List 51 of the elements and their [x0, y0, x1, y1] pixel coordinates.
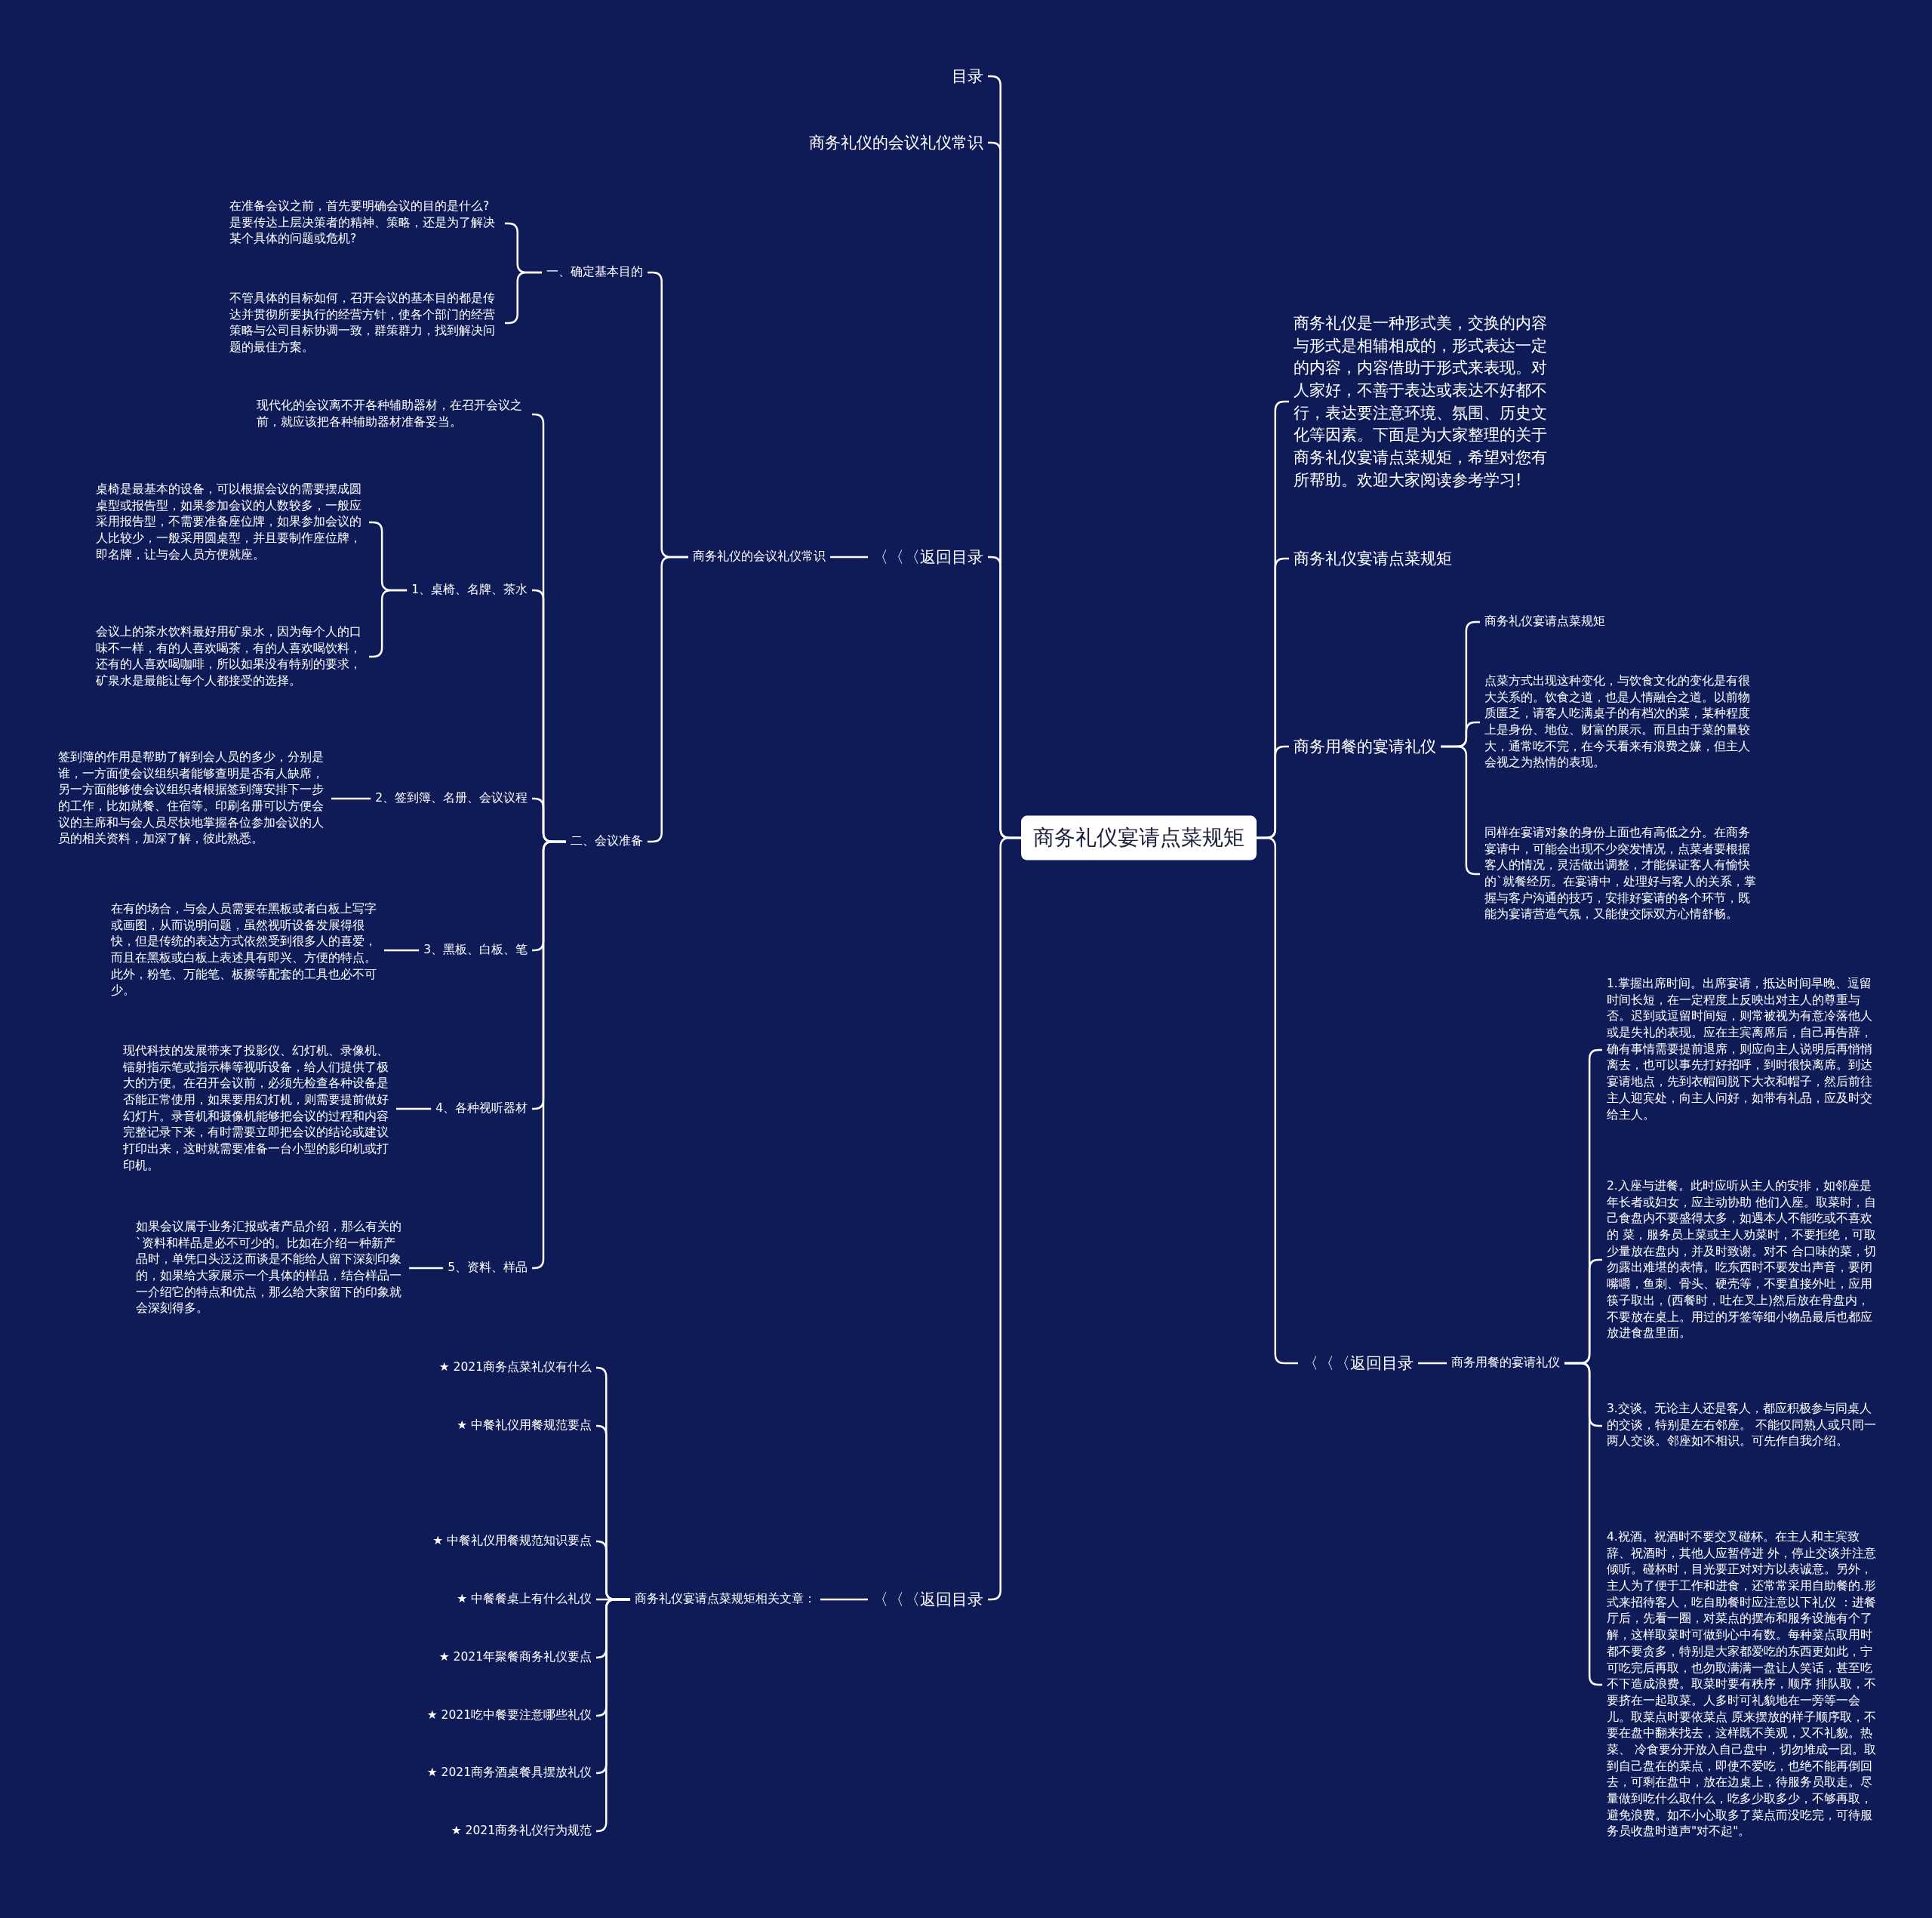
connector-line	[331, 797, 371, 800]
paragraph-text: 不管具体的目标如何，召开会议的基本目的都是传达并贯彻所要执行的经营方针，使各个部门的经营策略与公司目标协调一致，群策群力，找到解决问题的最佳方案。	[229, 290, 500, 356]
paragraph-text: 桌椅是最基本的设备，可以根据会议的需要摆成圆桌型或报告型，如果参加会议的人数较多，一般应采用报告型，不需要准备座位牌，如果参加会议的人比较少，一般采用圆桌型，并且要制作座位牌，即名牌，让与会人员方便就座。	[96, 481, 365, 564]
central-topic-box: 商务礼仪宴请点菜规矩	[1021, 815, 1257, 860]
paragraph-text: 在准备会议之前，首先要明确会议的目的是什么?是要传达上层决策者的精神、策略，还是为了解决某个具体的问题或危机?	[229, 199, 500, 248]
topic-text: ★ 2021商务点菜礼仪有什么	[438, 1359, 592, 1376]
topic-text: 1、桌椅、名牌、茶水	[411, 582, 528, 599]
paragraph-text: 会议上的茶水饮料最好用矿泉水，因为每个人的口味不一样，有的人喜欢喝茶，有的人喜欢喝饮料，还有的人喜欢喝咖啡，所以如果没有特别的要求，矿泉水是最能让每个人都接受的选择。	[96, 623, 365, 690]
paragraph-text: 4.祝酒。祝酒时不要交叉碰杯。在主人和主宾致辞、祝酒时，其他人应暂停进 外，停止交谈并注意倾听。碰杯时，目光要正对对方以表诚意。另外，主人为了便于工作和进食，还常常采用自助餐的.形式来招待客人，吃自助餐时应注意以下礼仪 ：进餐厅后，先看一圈，对菜点的摆布和服务设施有个了解，这样取菜时可做到心中有数。每种菜点取用时都不要贪多，特别是大家都爱吃的东西更如此，宁可吃完后再取，也勿取满满一盘让人笑话，甚至吃不下造成浪费。取菜时要有秩序，顺序 排队取，不要挤在一起取菜。人多时可礼貌地在一旁等一会儿。取菜点时要依菜点 原来摆放的样子顺序取，不要在盘中翻来找去，这样既不美观，又不礼貌。热菜、 冷食要分开放入自己盘中，切勿堆成一团。取到自己盘在的菜点，即使不爱吃，也绝不能再倒回去，可剩在盘中，放在边桌上，待服务员取走。尽量做到吃什么取什么，吃多少取多少，不够再取，避免浪费。如不小心取多了菜点而没吃完，可待服务员收盘时道声"对不起"。	[1607, 1529, 1878, 1841]
topic-text: 〈〈〈返回目录	[872, 1588, 983, 1611]
paragraph-text: 2.入座与进餐。此时应听从主人的安排，如邻座是年长者或妇女，应主动协助 他们入座。取菜时，自己食盘内不要盛得太多，如遇本人不能吃或不喜欢的 菜，服务员上菜或主人劝菜时，不要拒绝，可取少量放在盘内，并及时致谢。对不 合口味的菜，切勿露出难堪的表情。吃东西时不要发出声音，要闭嘴嚼，鱼刺、骨头、硬壳等，不要直接外吐，应用筷子取出，(西餐时，吐在叉上)然后放在骨盘内，不要放在桌上。用过的牙签等细小物品最后也都应放进食盘里面。	[1607, 1178, 1878, 1342]
topic-text: 商务用餐的宴请礼仪	[1294, 735, 1436, 758]
connector-line	[384, 949, 420, 952]
paragraph-text: 同样在宴请对象的身份上面也有高低之分。在商务宴请中，可能会出现不少突发情况，点菜者要根据客人的情况，灵活做出调整，才能保证客人有愉快的`就餐经历。在宴请中，处理好与客人的关系，掌握与客户沟通的技巧，安排好宴请的各个环节，既能为宴请营造气氛，又能使交际双方心情舒畅。	[1484, 824, 1758, 924]
topic-text: 商务礼仪的会议礼仪常识	[809, 131, 983, 154]
topic-text: 二、会议准备	[571, 833, 643, 850]
topic-text: 商务用餐的宴请礼仪	[1451, 1355, 1560, 1372]
topic-text: 〈〈〈返回目录	[1303, 1352, 1414, 1375]
topic-text: ★ 2021商务酒桌餐具摆放礼仪	[426, 1765, 592, 1781]
paragraph-text: 点菜方式出现这种变化，与饮食文化的变化是有很大关系的。饮食之道，也是人情融合之道。以前物质匮乏，请客人吃满桌子的有档次的菜，某种程度上是身份、地位、财富的展示。而且由于菜的量较大，通常吃不完，在今天看来有浪费之嫌，但主人会视之为热情的表现。	[1484, 673, 1758, 772]
topic-text: ★ 2021吃中餐要注意哪些礼仪	[426, 1707, 592, 1724]
topic-text: 4、各种视听器材	[435, 1101, 528, 1117]
topic-text: 3、黑板、白板、笔	[423, 942, 528, 959]
topic-text: 商务礼仪的会议礼仪常识	[693, 549, 826, 565]
paragraph-text: 现代化的会议离不开各种辅助器材，在召开会议之前，就应该把各种辅助器材准备妥当。	[257, 398, 528, 431]
topic-text: 商务礼仪宴请点菜规矩相关文章：	[635, 1591, 816, 1608]
paragraph-text: 签到簿的作用是帮助了解到会人员的多少，分别是谁，一方面使会议组织者能够查明是否有人缺席，另一方面能够使会议组织者根据签到簿安排下一步的工作，比如就餐、住宿等。印刷名册可以方便会议的主席和与会人员尽快地掌握各位参加会议的人员的相关资料，加深了解，彼此熟悉。	[58, 749, 327, 848]
topic-text: ★ 2021年聚餐商务礼仪要点	[438, 1649, 592, 1666]
connector-line	[830, 556, 868, 559]
connector-line	[820, 1598, 868, 1601]
topic-text: ★ 中餐礼仪用餐规范要点	[457, 1418, 592, 1434]
connector-line	[396, 1107, 432, 1110]
connector-line	[409, 1267, 444, 1270]
topic-text: 一、确定基本目的	[546, 264, 643, 281]
paragraph-text: 1.掌握出席时间。出席宴请，抵达时间早晚、逗留时间长短，在一定程度上反映出对主人的尊重与否。迟到或逗留时间短，则常被视为有意冷落他人或是失礼的表现。应在主宾离席后，自己再告辞，确有事情需要提前退席，则应向主人说明后再悄悄离去，也可以事先打好招呼，到时很快离席。到达宴请地点，先到衣帽间脱下大衣和帽子，然后前往主人迎宾处，向主人问好，如带有礼品，应及时交给主人。	[1607, 976, 1878, 1124]
paragraph-text: 如果会议属于业务汇报或者产品介绍，那么有关的`资料和样品是必不可少的。比如在介绍一种新产品时，单凭口头泛泛而谈是不能给人留下深刻印象的，如果给大家展示一个具体的样品，结合样品一一介绍它的特点和优点，那么给大家留下的印象就会深刻得多。	[136, 1218, 405, 1318]
paragraph-text: 现代科技的发展带来了投影仪、幻灯机、录像机、镭射指示笔或指示棒等视听设备，给人们提供了极大的方便。在召开会议前，必须先检查各种设备是否能正常使用，如果要用幻灯机，则需要提前做好幻灯片。录音机和摄像机能够把会议的过程和内容完整记录下来，有时需要立即把会议的结论或建议打印出来，这时就需要准备一台小型的影印机或打印机。	[123, 1043, 392, 1175]
paragraph-text: 3.交谈。无论主人还是客人，都应积极参与同桌人的交谈，特别是左右邻座。 不能仅同熟人或只同一两人交谈。邻座如不相识。可先作自我介绍。	[1607, 1401, 1878, 1451]
paragraph-text: 在有的场合，与会人员需要在黑板或者白板上写字或画图，从而说明问题，虽然视听设备发展得很快，但是传统的表达方式依然受到很多人的喜爱，而且在黑板或白板上表述具有即兴、方便的特点。此外，粉笔、万能笔、板擦等配套的工具也必不可少。	[111, 901, 380, 1000]
topic-text: 商务礼仪宴请点菜规矩	[1294, 547, 1452, 570]
topic-text: 5、资料、样品	[448, 1260, 528, 1276]
topic-text: 目录	[952, 65, 983, 88]
topic-text: ★ 中餐礼仪用餐规范知识要点	[432, 1533, 592, 1550]
topic-text: 2、签到簿、名册、会议议程	[375, 790, 528, 807]
paragraph-text: 商务礼仪是一种形式美，交换的内容与形式是相辅相成的，形式表达一定的内容，内容借助于形式来表现。对人家好，不善于表达或表达不好都不行，表达要注意环境、氛围、历史文化等因素。下面是为大家整理的关于商务礼仪宴请点菜规矩，希望对您有所帮助。欢迎大家阅读参考学习!	[1294, 312, 1555, 491]
topic-text: 〈〈〈返回目录	[872, 546, 983, 568]
topic-text: ★ 2021商务礼仪行为规范	[451, 1823, 592, 1839]
topic-text: 商务礼仪宴请点菜规矩	[1484, 614, 1605, 630]
connector-line	[1418, 1362, 1447, 1365]
topic-text: ★ 中餐餐桌上有什么礼仪	[457, 1591, 592, 1608]
connector-line	[595, 1598, 630, 1833]
